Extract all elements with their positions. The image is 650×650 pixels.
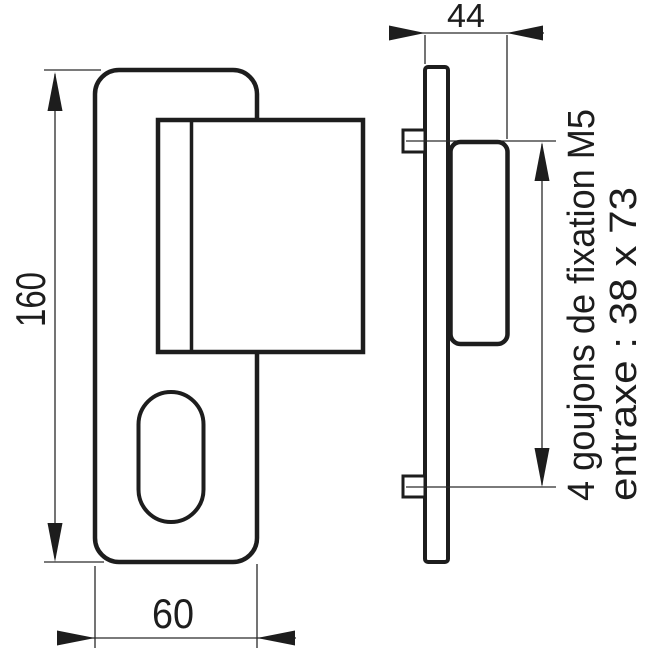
arrowhead-down-icon [47, 523, 63, 562]
arrowhead-up-icon [47, 72, 63, 111]
oval-cutout [136, 390, 206, 524]
arrowhead-left-icon [257, 630, 295, 646]
arrowhead-down-icon [534, 448, 550, 487]
annotation-line2: entraxe : 38 x 73 [603, 187, 645, 501]
arrowhead-right-icon [389, 25, 425, 41]
dim60-label: 60 [152, 590, 194, 637]
annotation: 4 goujons de fixation M5 entraxe : 38 x … [561, 109, 645, 501]
front-hinge-block [155, 117, 366, 355]
dimension-stud-spacing [534, 142, 550, 487]
dimension-depth-44: 44 [389, 0, 544, 139]
dim44-label: 44 [447, 0, 485, 34]
annotation-line1: 4 goujons de fixation M5 [561, 109, 603, 501]
side-view [401, 65, 556, 564]
arrowhead-right-icon [57, 630, 95, 646]
side-plate-outline [423, 65, 450, 564]
dim160-label: 160 [7, 272, 54, 327]
dimension-width-60: 60 [57, 564, 296, 648]
arrowhead-left-icon [507, 25, 543, 41]
front-view [92, 67, 366, 565]
side-hinge-block [448, 139, 510, 347]
arrowhead-up-icon [534, 142, 550, 181]
dimension-height-160: 160 [7, 69, 104, 563]
